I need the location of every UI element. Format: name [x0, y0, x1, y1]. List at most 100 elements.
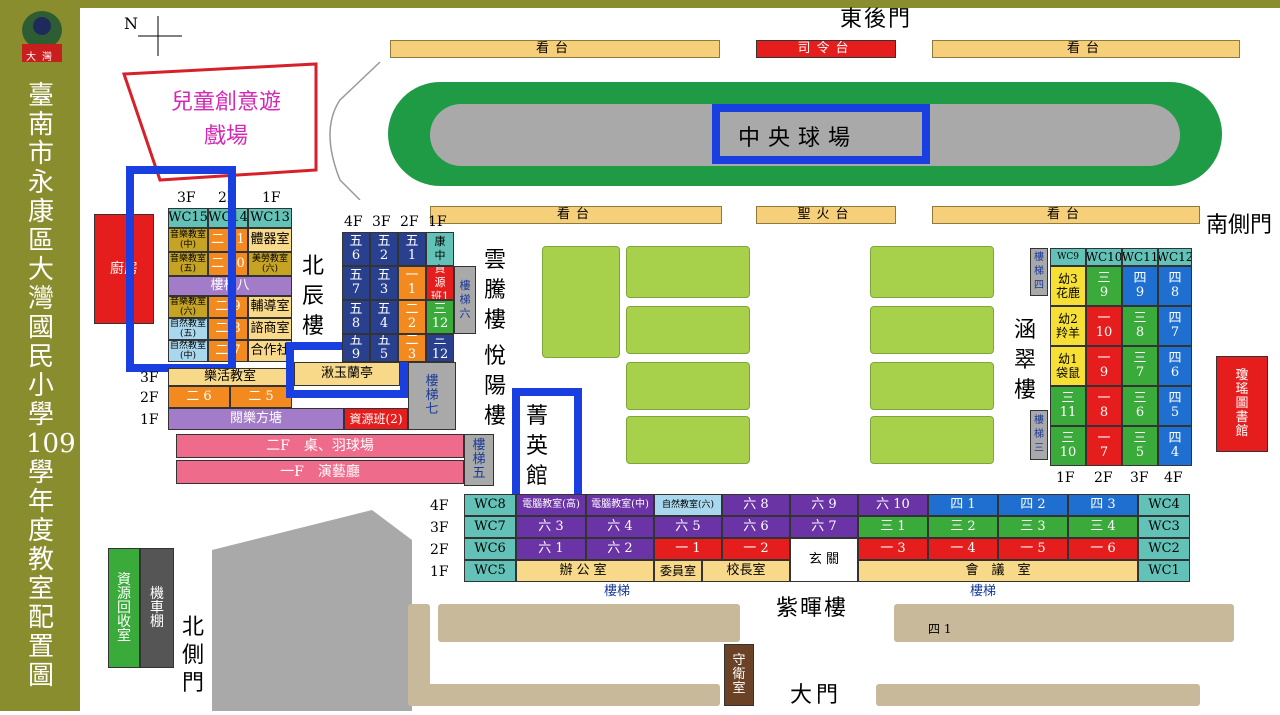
- south-side-gate: 南側門: [1206, 213, 1273, 238]
- garden-box-tall: [542, 246, 620, 358]
- wc15: WC15: [168, 208, 208, 228]
- tree-bed-right: [894, 604, 1234, 642]
- central-field-label: 中央球場: [738, 126, 859, 151]
- wc11: WC11: [1122, 248, 1158, 266]
- sidebar: [0, 0, 80, 711]
- yueyang-label: 悅陽樓: [484, 344, 507, 429]
- class-1-5: 一 5: [998, 538, 1068, 560]
- west-floor-3f: 3F: [140, 370, 159, 386]
- sports-equipment: 體器室: [248, 228, 292, 252]
- class-5-3: 五 3: [370, 266, 398, 300]
- class-4-5: 四 5: [1158, 386, 1192, 426]
- class-3-5: 三 5: [1122, 426, 1158, 466]
- class-6-1: 六 1: [516, 538, 586, 560]
- garden-box-6: [870, 306, 994, 354]
- class-6-9: 六 9: [790, 494, 858, 516]
- class-3-8: 三 8: [1122, 306, 1158, 346]
- class-4-3: 四 3: [1068, 494, 1138, 516]
- class-3-2: 三 2: [928, 516, 998, 538]
- main-gate: 大門: [790, 683, 843, 708]
- science-room-5: 自然教室(五): [168, 318, 208, 340]
- class-1-1-beichen: 一 1: [398, 266, 426, 300]
- garden-box-4: [626, 416, 750, 464]
- beichen-header-4f: 4F: [344, 214, 363, 230]
- pavilion-label: 菁英館: [526, 404, 549, 489]
- class-6-6: 六 6: [722, 516, 790, 538]
- kids-play-area: 兒童創意遊戲場: [120, 60, 320, 184]
- beichen-header-2f: 2F: [400, 214, 419, 230]
- zihui-floor-3f: 3F: [430, 520, 449, 536]
- wc9: WC9: [1050, 248, 1086, 266]
- wc1: WC1: [1138, 560, 1190, 582]
- zihui-floor-2f: 2F: [430, 542, 449, 558]
- class-3-4: 三 4: [1068, 516, 1138, 538]
- class-3-3: 三 3: [998, 516, 1068, 538]
- stairs-6: 樓梯六: [454, 266, 476, 334]
- kinder-1: 幼1袋鼠: [1050, 346, 1086, 386]
- stairs-2-label: 樓梯: [970, 584, 997, 599]
- stand-top-right: 看台: [932, 40, 1240, 58]
- science-room-mid: 自然教室(中): [168, 340, 208, 362]
- music-room-5: 音樂教室(五): [168, 252, 208, 276]
- west-header-1f: 1F: [262, 190, 281, 206]
- class-4-6: 四 6: [1158, 346, 1192, 386]
- class-5-7: 五 7: [342, 266, 370, 300]
- kinder-3: 幼3花鹿: [1050, 266, 1086, 306]
- kitchen: 廚房: [94, 214, 154, 324]
- wc8: WC8: [464, 494, 516, 516]
- torch-stand: 聖火台: [756, 206, 896, 224]
- class-5-9: 五 9: [342, 334, 370, 362]
- class-5-4: 五 4: [370, 300, 398, 334]
- class-6-7: 六 7: [790, 516, 858, 538]
- garden-box-5: [870, 246, 994, 298]
- class-1-8: 一 8: [1086, 386, 1122, 426]
- stand-mid-right: 看台: [932, 206, 1200, 224]
- top-border: [80, 0, 1280, 8]
- west-floor-2f: 2F: [140, 390, 159, 406]
- garden-box-3: [626, 362, 750, 410]
- entrance-hall: 玄 關: [790, 538, 858, 582]
- class-6-10: 六 10: [858, 494, 928, 516]
- consulting-room: 諮商室: [248, 318, 292, 340]
- hancui-footer-2f: 2F: [1094, 470, 1113, 486]
- class-5-8: 五 8: [342, 300, 370, 334]
- logo-text: 大灣: [26, 52, 58, 63]
- music-activity-room: 樂活教室: [168, 368, 292, 386]
- command-stand: 司令台: [756, 40, 896, 58]
- beichen-header-3f: 3F: [372, 214, 391, 230]
- garden-box-2: [626, 306, 750, 354]
- north-side-gate: 北側門: [181, 615, 204, 696]
- central-field-inner: [430, 104, 1180, 166]
- wc10: WC10: [1086, 248, 1122, 266]
- class-3-9: 三 9: [1086, 266, 1122, 306]
- wc12: WC12: [1158, 248, 1192, 266]
- library: 瓊瑤圖書館: [1216, 356, 1268, 452]
- computer-room-high: 電腦教室(高): [516, 494, 586, 516]
- art-room-6: 美勞教室(六): [248, 252, 292, 276]
- class-4-7: 四 7: [1158, 306, 1192, 346]
- class-3-11: 三 11: [1050, 386, 1086, 426]
- class-1-6: 一 6: [1068, 538, 1138, 560]
- class-3-7: 三 7: [1122, 346, 1158, 386]
- class-2-2: 二 2: [398, 300, 426, 334]
- west-header-3f: 3F: [177, 190, 196, 206]
- bike-shed: 機車棚: [140, 548, 174, 668]
- performance-hall: 一F 演藝廳: [176, 460, 464, 484]
- kids-play-label: 兒童創意遊戲場: [170, 90, 281, 149]
- jiaoyu-pavilion: 湫玉蘭亭: [294, 362, 400, 386]
- west-block-highlight: [126, 166, 236, 372]
- yunteng-label: 雲騰樓: [484, 248, 507, 333]
- health-center: 健康中心: [426, 232, 454, 266]
- kinder-2: 幼2羚羊: [1050, 306, 1086, 346]
- sports-hall: 二F 桌、羽球場: [176, 434, 464, 458]
- class-3-12-a: 三 12: [426, 300, 454, 334]
- class-5-5: 五 5: [370, 334, 398, 362]
- stand-mid-left: 看台: [430, 206, 722, 224]
- zihui-label: 紫暉樓: [776, 596, 849, 621]
- class-3-12-b: 三 12: [426, 334, 454, 362]
- building-silhouette-icon: [212, 510, 412, 711]
- class-1-2: 一 2: [722, 538, 790, 560]
- tree-bed-left: [438, 604, 740, 642]
- guard-room: 守衛室: [724, 644, 754, 706]
- play-area-outline-icon: [121, 62, 318, 182]
